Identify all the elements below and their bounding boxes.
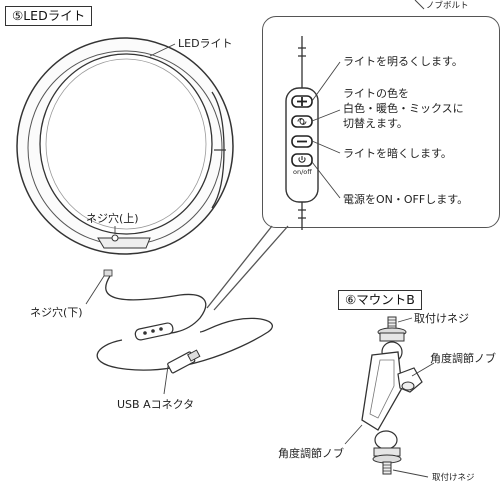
remote-plus-button bbox=[291, 95, 313, 108]
led-label: LEDライト bbox=[178, 37, 233, 50]
screw-bottom-leader bbox=[85, 275, 105, 305]
led-ring-light bbox=[16, 37, 234, 277]
remote-power-label: 電源をON・OFFします。 bbox=[343, 193, 469, 206]
led-leader bbox=[149, 43, 176, 57]
remote-color-label-2: 白色・暖色・ミックスに bbox=[343, 102, 464, 115]
usb-plug bbox=[167, 349, 201, 374]
top-leader-line bbox=[414, 0, 425, 10]
cable bbox=[96, 275, 274, 371]
inline-controller bbox=[134, 322, 174, 341]
top-cut-label: ノブボルト bbox=[426, 1, 469, 11]
callout-pointer-a bbox=[206, 225, 273, 309]
section6-title: ⑥マウントB bbox=[338, 290, 422, 310]
remote-color-label-3: 切替えます。 bbox=[343, 117, 408, 130]
remote-color-button bbox=[291, 115, 313, 128]
angle-knob-right-label: 角度調節ノブ bbox=[430, 352, 496, 365]
remote-leaders bbox=[311, 61, 341, 199]
angle-knob-left-label: 角度調節ノブ bbox=[278, 447, 344, 460]
remote-brighter-label: ライトを明るくします。 bbox=[343, 55, 463, 68]
mount-screw-top-label: 取付けネジ bbox=[414, 312, 469, 325]
mount-screw-bottom-label: 取付けネジ bbox=[432, 473, 475, 483]
usb-label: USB Aコネクタ bbox=[117, 398, 195, 411]
remote-cable bbox=[298, 36, 306, 230]
remote-onoff-text: on/off bbox=[293, 168, 312, 176]
section5-title: ⑤LEDライト bbox=[5, 6, 93, 26]
remote-darker-label: ライトを暗くします。 bbox=[343, 147, 452, 160]
remote-color-label-1: ライトの色を bbox=[343, 87, 409, 100]
remote-minus-button bbox=[291, 135, 313, 148]
screw-bottom-label: ネジ穴(下) bbox=[30, 306, 83, 319]
screw-top-label: ネジ穴(上) bbox=[86, 212, 139, 225]
mount-b bbox=[361, 316, 423, 475]
callout-pointer-b bbox=[213, 225, 289, 311]
usb-leader bbox=[163, 365, 169, 395]
mount-leaders bbox=[344, 317, 435, 478]
remote-power-button bbox=[291, 153, 313, 167]
